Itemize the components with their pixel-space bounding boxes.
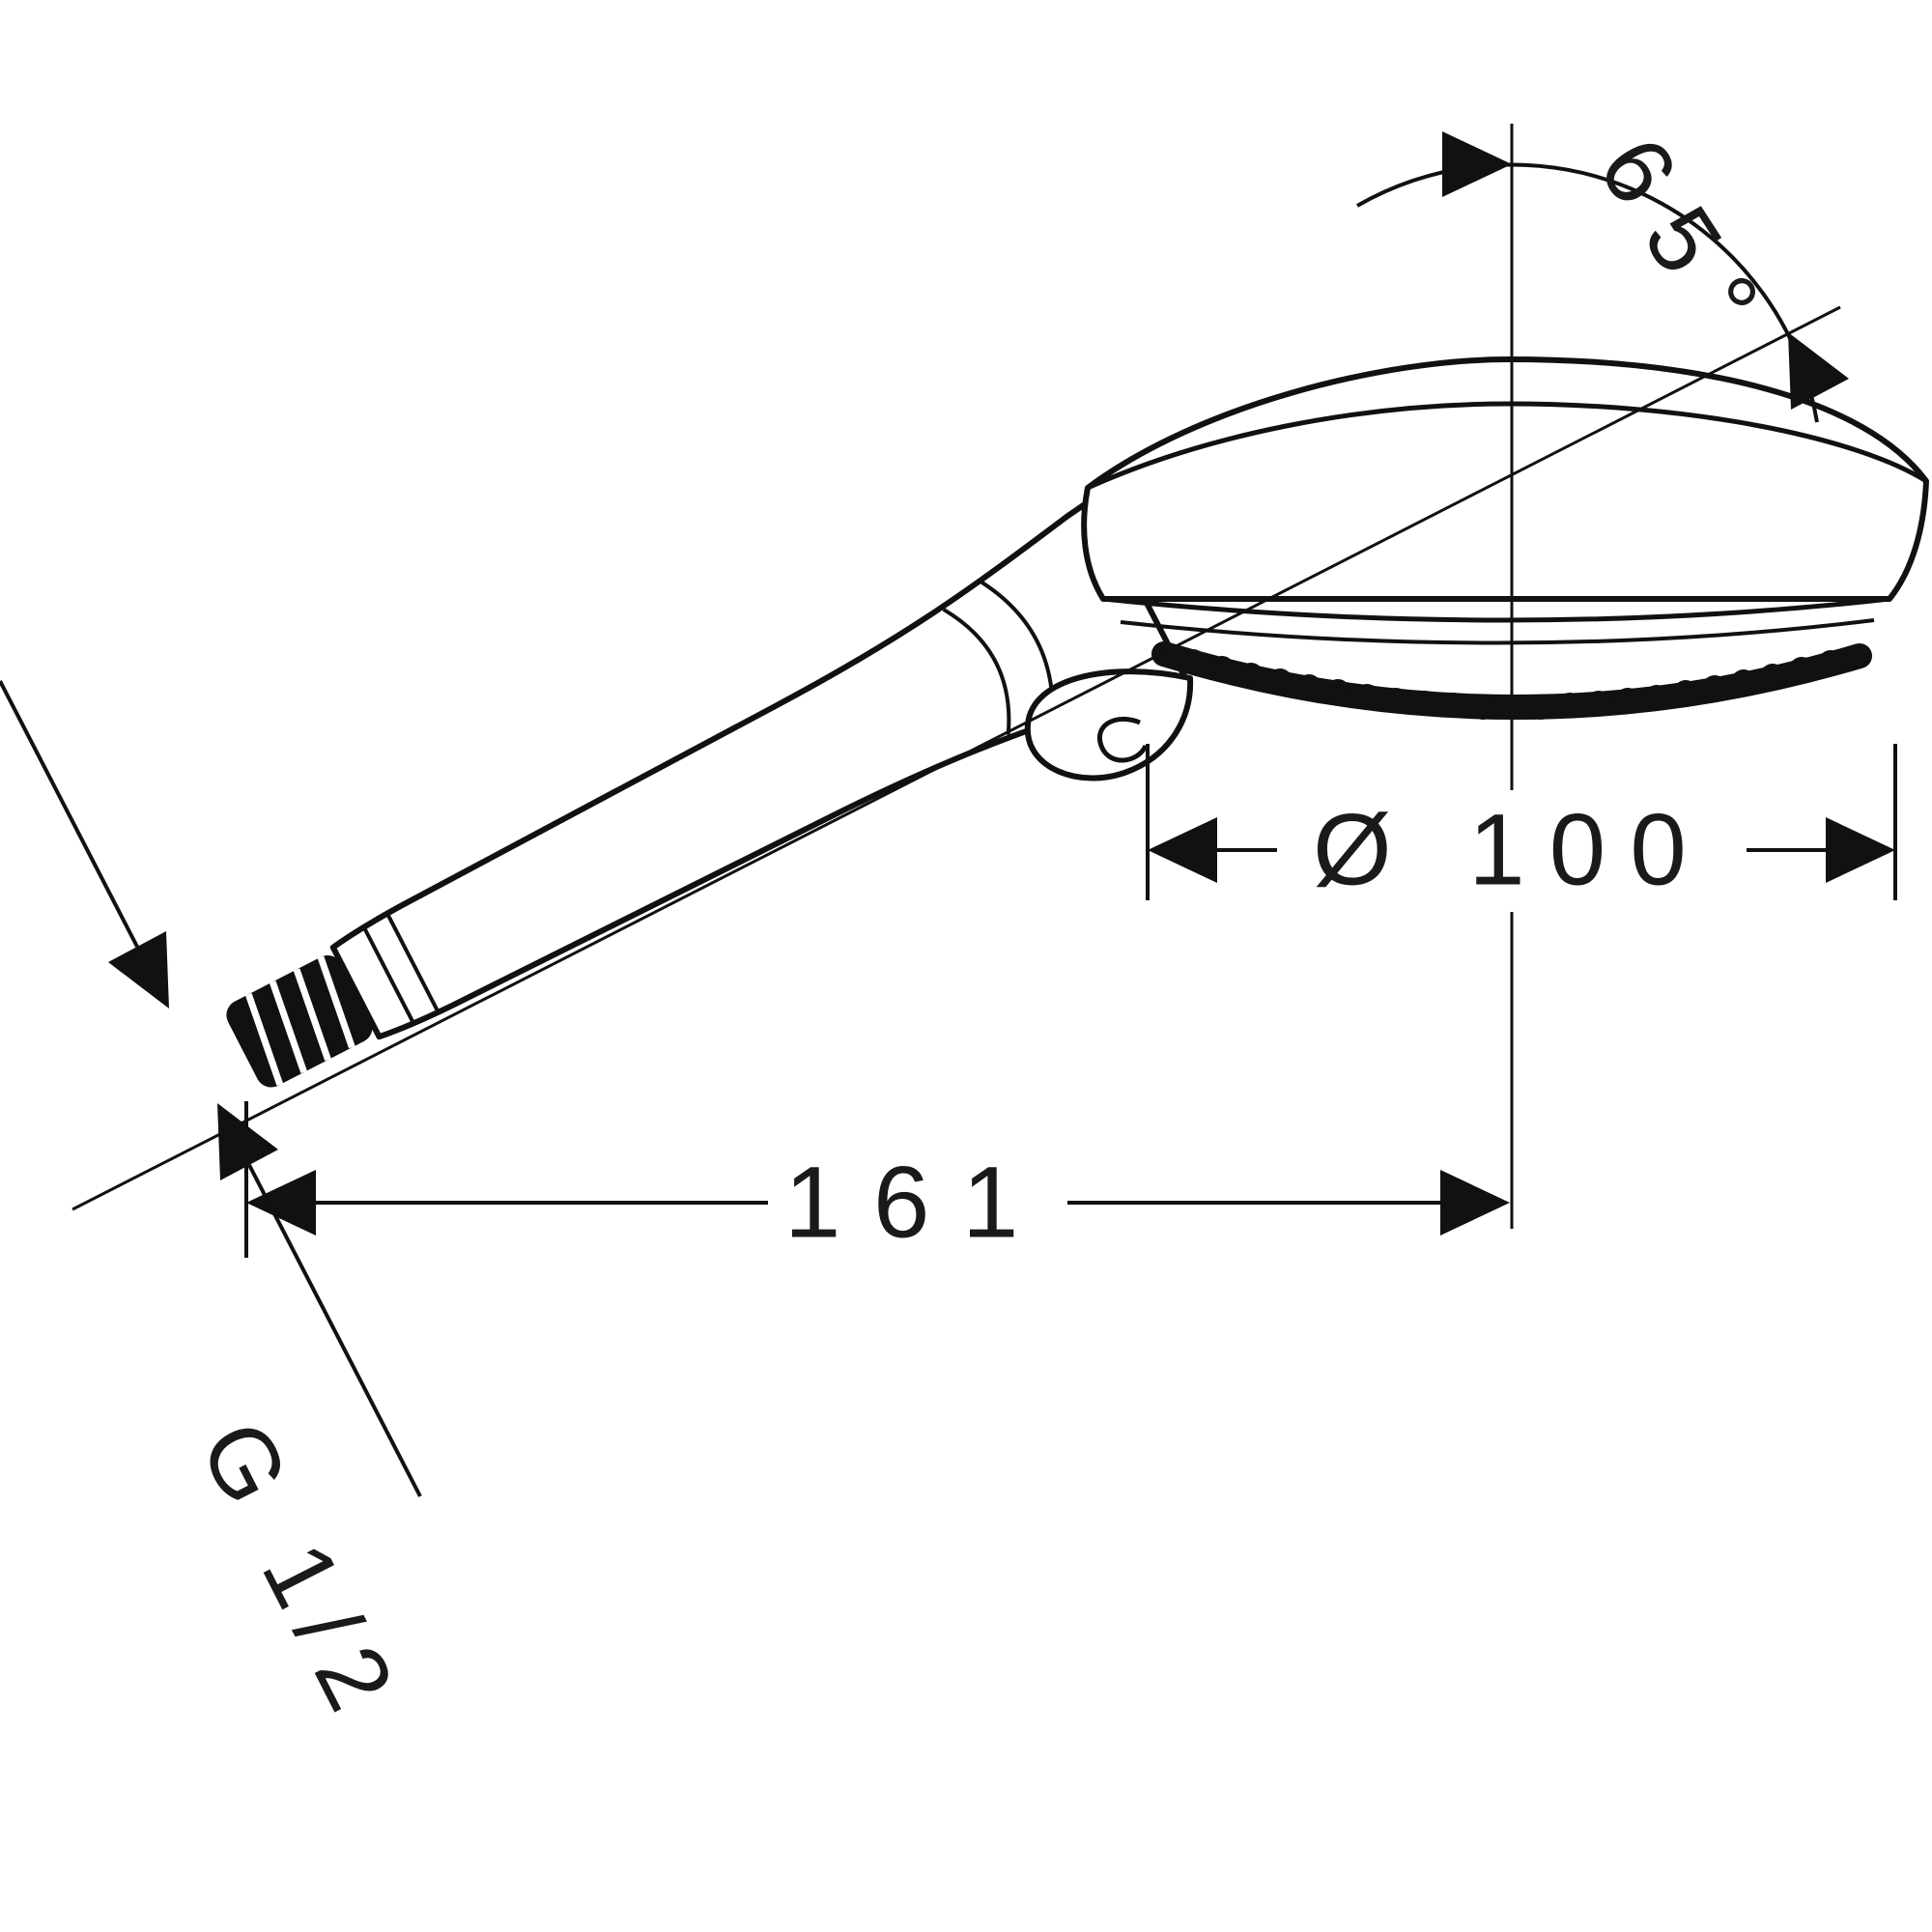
collar-ring [361,924,416,1026]
head-rim-line [1102,596,1890,623]
leader-line [0,680,139,948]
thread-size-label: G 1/2 [179,1405,422,1742]
length-dimension: 161 [244,1101,1510,1260]
diameter-dimension: Ø 100 [1146,744,1897,907]
angle-arrowhead [1788,332,1849,410]
thread-grooves [244,955,355,1086]
length-dimension-label: 161 [784,1147,1051,1260]
thread-dimension: G 1/2 [0,680,422,1742]
leader-arrowhead [217,1103,278,1180]
shower-handle [226,496,1188,1088]
leader-line [247,1164,422,1497]
diameter-dimension-label: Ø 100 [1313,794,1711,907]
dimension-arrowhead [1148,817,1217,883]
head-rim-line-inner [1120,618,1875,645]
pivot-hook-curl [1096,716,1149,763]
handle-axis-line [71,305,1841,1211]
dimension-arrowhead [1826,817,1895,883]
collar-ring [384,912,440,1014]
thread-connector [226,954,373,1088]
dimension-arrowhead [246,1170,316,1236]
angle-arrowhead [1442,131,1512,197]
neck-joint-line [942,608,1011,735]
dimension-arrowhead [1440,1170,1510,1236]
shower-head [1081,356,1929,720]
angle-dimension-label: 65° [1578,119,1796,373]
head-top-face-edge [1086,401,1928,491]
leader-arrowhead [108,931,169,1009]
spray-nozzles [1151,641,1872,720]
handle-body [329,496,1188,1040]
